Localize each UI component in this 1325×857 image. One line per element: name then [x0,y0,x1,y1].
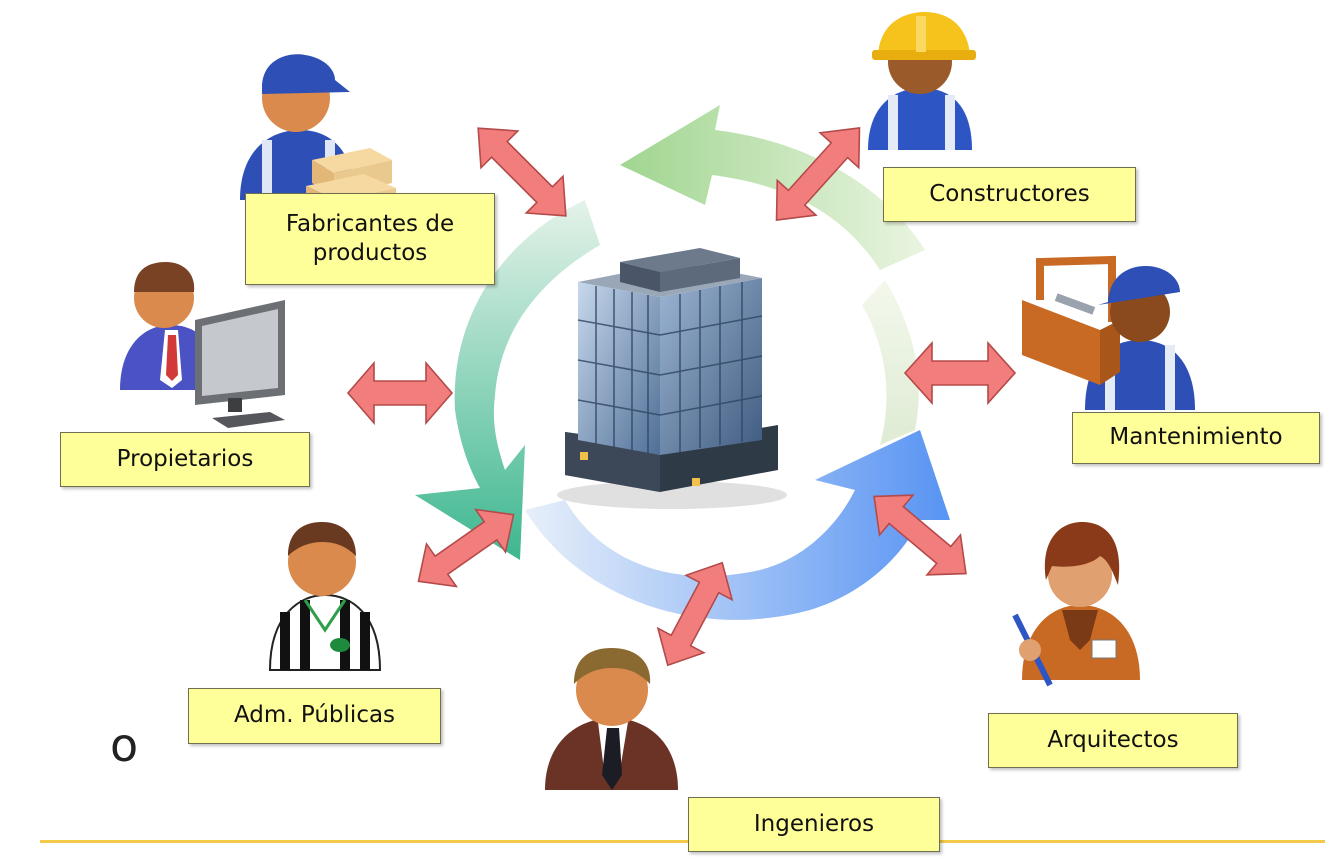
label-fabricantes-line2: productos [312,240,428,266]
label-constructores-text: Constructores [929,180,1090,207]
footer-divider-line [40,840,1325,843]
label-mantenimiento: Mantenimiento [1072,412,1320,464]
label-propietarios-text: Propietarios [116,445,254,472]
engineer-in-suit-icon [545,648,678,790]
double-arrow-constructores [775,127,861,221]
connector-arrows [346,127,1017,667]
double-arrow-propietarios [346,360,454,426]
cycle-arrow-top [620,105,925,270]
cycle-arrow-left [415,200,600,560]
architect-with-pencil-icon [1012,522,1140,687]
label-constructores: Constructores [883,167,1136,222]
label-fabricantes: Fabricantes de productos [245,193,495,285]
stray-letter: o [110,718,139,772]
cycle-arrow-bottom [525,430,950,620]
office-building-icon [557,248,787,509]
double-arrow-fabricantes [477,127,567,217]
double-arrow-adm-publicas [417,508,515,588]
maintenance-worker-toolbox-icon [1022,255,1195,410]
owner-at-computer-icon [120,262,285,428]
label-adm-publicas: Adm. Públicas [188,688,441,744]
label-ingenieros: Ingenieros [688,797,940,852]
cycle-arrow-right [862,280,919,445]
label-mantenimiento-text: Mantenimiento [1109,424,1283,451]
double-arrow-mantenimiento [903,340,1017,406]
double-arrow-arquitectos [873,494,967,576]
label-propietarios: Propietarios [60,432,310,487]
label-adm-publicas-text: Adm. Públicas [233,702,396,729]
label-arquitectos-text: Arquitectos [1047,726,1179,753]
cycle-ring [415,105,950,620]
label-fabricantes-line1: Fabricantes de [285,210,455,237]
referee-with-whistle-icon [268,522,382,671]
label-arquitectos: Arquitectos [988,713,1238,768]
double-arrow-ingenieros [656,561,734,667]
construction-worker-hardhat-icon [868,12,976,150]
label-ingenieros-text: Ingenieros [753,810,875,837]
